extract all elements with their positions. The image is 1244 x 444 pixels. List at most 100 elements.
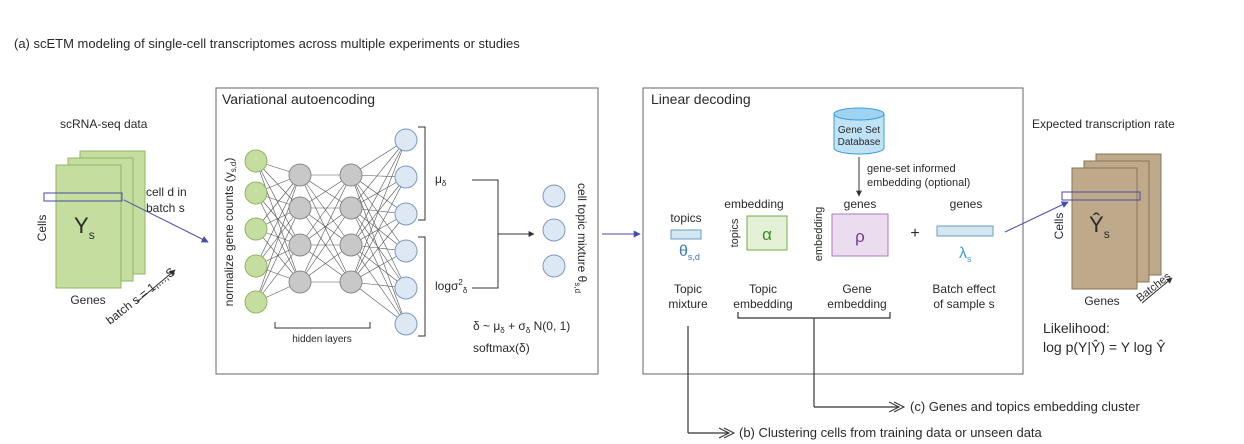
geneset-note-line1: gene-set informed: [867, 163, 956, 175]
network-edge: [255, 207, 301, 267]
caption-temb-1: Topic: [749, 282, 777, 296]
batches-arrow: [1141, 277, 1173, 304]
vae-box: [215, 87, 599, 375]
output-panel: Expected transcription rate Ŷs Cells Gen…: [1032, 117, 1175, 355]
hidden-node: [288, 233, 312, 257]
likelihood-equation: log p(Y|Ŷ) = Y log Ŷ: [1043, 339, 1166, 355]
network-edge: [255, 192, 301, 283]
network-edge: [255, 160, 301, 283]
network-edge: [255, 207, 301, 303]
network-edge: [255, 160, 301, 246]
network-edge: [255, 174, 301, 303]
mu-label: μδ: [435, 172, 447, 188]
input-node: [244, 149, 268, 173]
network-edge: [299, 174, 352, 283]
embedding-header: embedding: [724, 197, 783, 211]
theta-symbol: θs,d: [679, 243, 700, 262]
reparam-equation: δ ~ μδ + σδ N(0, 1): [473, 319, 570, 335]
caption-temb-2: embedding: [733, 297, 792, 311]
decoder-box: [642, 87, 1024, 375]
input-node: [244, 181, 268, 205]
network-edge: [255, 174, 301, 267]
output-layer-front: [1071, 167, 1138, 290]
network-nodes: [244, 128, 418, 336]
input-node: [244, 254, 268, 278]
gene-set-database-icon: Gene Set Database: [833, 107, 885, 155]
embedding-bracket: [737, 312, 891, 319]
caption-batch-1: Batch effect: [932, 282, 996, 296]
matrix-symbol: Ys: [74, 213, 95, 242]
softmax-equation: softmax(δ): [473, 341, 530, 355]
network-edge: [350, 174, 407, 325]
input-node: [244, 217, 268, 241]
downstream-links: (b) Clustering cells from training data …: [687, 318, 1140, 440]
output-matrix-symbol: Ŷs: [1089, 212, 1110, 241]
batch-arrow: [136, 269, 176, 303]
caption-gemb-1: Gene: [842, 282, 872, 296]
merge-bracket: [472, 179, 499, 289]
link-c-label: (c) Genes and topics embedding cluster: [910, 399, 1140, 414]
input-node: [244, 290, 268, 314]
network-edge: [350, 139, 407, 246]
input-data-panel: scRNA-seq data Ys Cells Genes cell d in …: [35, 117, 209, 327]
output-genes-label: Genes: [1084, 294, 1119, 308]
topics-header: topics: [670, 211, 701, 225]
hidden-node: [339, 163, 363, 187]
network-edge: [350, 213, 407, 283]
topic-mixture-label: cell topic mixture θs,d: [573, 183, 589, 293]
embedding-side-label: embedding: [813, 207, 825, 261]
lambda-symbol: λs: [959, 245, 972, 264]
hidden-node: [339, 196, 363, 220]
decoder-panel: Linear decoding Gene Set Database gene-s…: [642, 87, 1024, 375]
output-label: Expected transcription rate: [1032, 117, 1175, 131]
lambda-vector: [936, 225, 994, 237]
network-edge: [350, 281, 407, 325]
output-row-highlight: [1061, 191, 1141, 201]
hidden-layers-bracket: [274, 322, 371, 329]
decoder-to-output-arrow: [1004, 201, 1069, 233]
vae-title: Variational autoencoding: [222, 91, 375, 107]
likelihood-title: Likelihood:: [1043, 320, 1110, 336]
latent-node: [394, 202, 418, 226]
db-label-line1: Gene Set: [838, 125, 880, 136]
network-edge: [299, 207, 352, 283]
caption-topic-1: Topic: [674, 282, 702, 296]
output-cells-label: Cells: [1052, 213, 1066, 240]
cell-row-highlight: [43, 192, 123, 202]
input-layer-label: normalize gene counts (ys,d): [222, 158, 238, 307]
cell-note-line1: cell d in: [146, 185, 187, 199]
network-edge: [350, 139, 407, 283]
latent-node: [394, 165, 418, 189]
figure-title: (a) scETM modeling of single-cell transc…: [14, 36, 520, 51]
network-edge: [255, 244, 301, 303]
logsigma-label: logσ2δ: [435, 278, 468, 295]
topic-node: [542, 184, 566, 208]
hidden-node: [339, 233, 363, 257]
network-edges: [255, 139, 407, 325]
theta-vector: [670, 229, 702, 240]
logsig-bracket: [418, 236, 426, 337]
genes-header-lambda: genes: [950, 197, 983, 211]
rho-matrix: [831, 213, 889, 257]
caption-batch-2: of sample s: [933, 297, 994, 311]
hidden-node: [339, 270, 363, 294]
vae-panel: Variational autoencoding normalize gene …: [215, 87, 599, 375]
latent-node: [394, 312, 418, 336]
genes-axis-label: Genes: [70, 293, 105, 307]
alpha-symbol: α: [762, 225, 772, 244]
network-edge: [350, 174, 407, 252]
latent-node: [394, 239, 418, 263]
hidden-layers-label: hidden layers: [292, 334, 351, 345]
topic-node: [542, 218, 566, 242]
plus-sign: +: [910, 225, 919, 242]
genes-header-rho: genes: [844, 197, 877, 211]
cell-note-line2: batch s: [146, 201, 185, 215]
hidden-node: [288, 163, 312, 187]
rho-symbol: ρ: [855, 227, 865, 246]
network-edge: [350, 176, 407, 283]
mu-bracket: [418, 126, 426, 221]
hidden-node: [288, 270, 312, 294]
hidden-node: [288, 196, 312, 220]
caption-gemb-2: embedding: [827, 297, 886, 311]
caption-topic-2: mixture: [668, 297, 708, 311]
